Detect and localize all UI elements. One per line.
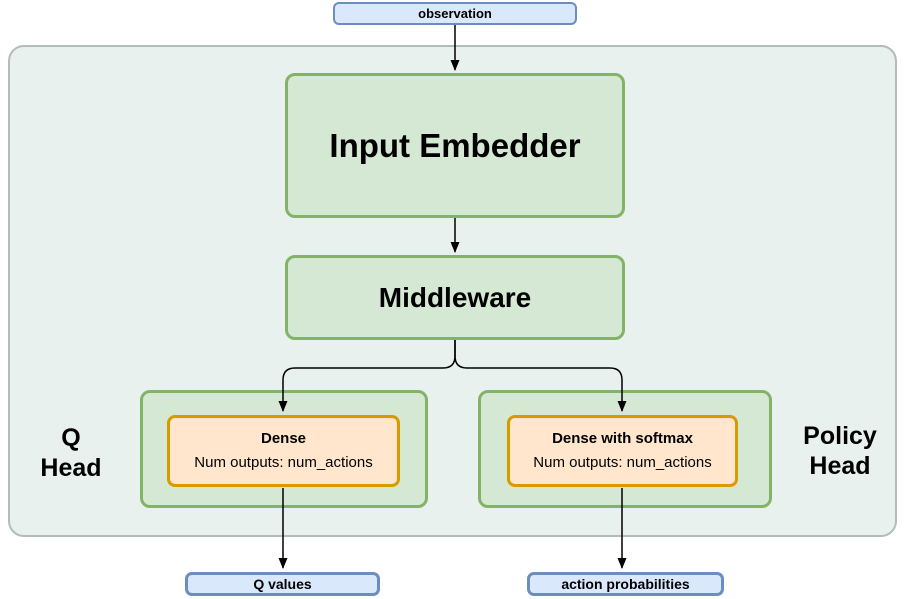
policy-dense-node: Dense with softmax Num outputs: num_acti… [507, 415, 738, 487]
observation-label: observation [418, 6, 492, 21]
middleware-node: Middleware [285, 255, 625, 340]
q-head-label-line2: Head [40, 454, 102, 482]
q-values-label: Q values [253, 576, 312, 592]
policy-head-label: Policy Head [785, 418, 895, 484]
q-dense-title: Dense [260, 430, 307, 447]
q-dense-node: Dense Num outputs: num_actions [167, 415, 400, 487]
policy-dense-subtitle: Num outputs: num_actions [533, 454, 712, 471]
q-values-node: Q values [185, 572, 380, 596]
policy-dense-title: Dense with softmax [552, 430, 693, 447]
action-probabilities-label: action probabilities [561, 576, 690, 592]
policy-head-label-line2: Head [809, 452, 871, 480]
input-embedder-label: Input Embedder [329, 126, 581, 164]
action-probabilities-node: action probabilities [527, 572, 724, 596]
q-dense-subtitle: Num outputs: num_actions [194, 454, 373, 471]
observation-node: observation [333, 2, 577, 25]
middleware-label: Middleware [378, 281, 532, 313]
q-head-label: Q Head [16, 420, 126, 486]
policy-head-label-line1: Policy [803, 421, 877, 450]
input-embedder-node: Input Embedder [285, 73, 625, 218]
q-head-label-line1: Q [61, 423, 81, 452]
